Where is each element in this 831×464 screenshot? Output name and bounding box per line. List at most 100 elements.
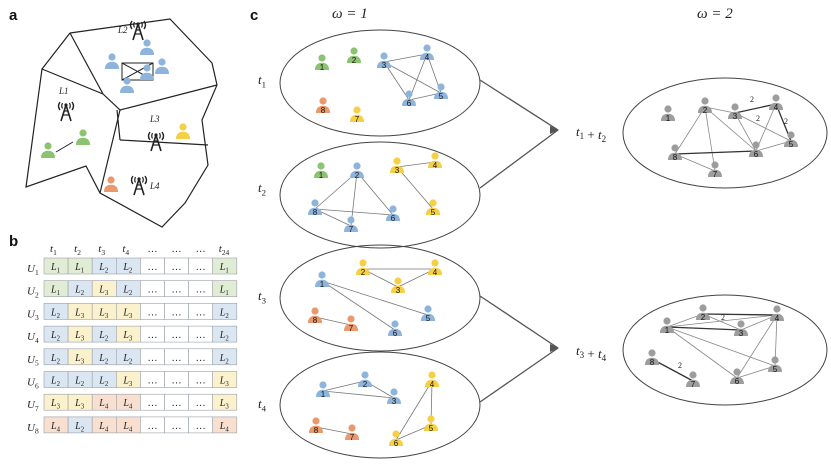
graph-edge: [755, 103, 777, 152]
node-number: 2: [355, 171, 360, 180]
cell-value: …: [172, 330, 182, 341]
cell-value: …: [196, 398, 206, 409]
cell-value: L3: [74, 307, 85, 320]
cell-value: L1: [219, 285, 229, 298]
cell-value: L3: [74, 353, 85, 366]
region-label-l2: L2: [117, 25, 128, 35]
person-icon: [104, 176, 118, 192]
cell-value: L2: [122, 262, 133, 275]
node-number: 3: [382, 61, 387, 70]
cell-value: L2: [74, 421, 85, 434]
cell-value: …: [172, 285, 182, 296]
snapshot-time-label: t2: [258, 180, 266, 197]
cell-value: L4: [122, 398, 133, 411]
node-number: 4: [775, 314, 780, 323]
column-header: t1: [50, 243, 57, 257]
graph-edge: [666, 326, 776, 367]
row-user-label: U6: [27, 377, 39, 391]
graph-edge: [383, 61, 410, 101]
graph-edge: [321, 280, 396, 331]
weighted-edge: [702, 313, 778, 316]
cell-value: L2: [74, 285, 85, 298]
region-map: L2 L1 L3 L4: [25, 18, 218, 228]
node-number: 4: [433, 161, 438, 170]
node-number: 7: [691, 380, 696, 389]
graph-edge: [666, 326, 738, 379]
node-number: 4: [425, 53, 430, 62]
cell-value: L2: [122, 285, 133, 298]
cell-value: L4: [98, 398, 109, 411]
column-header: t4: [122, 243, 129, 257]
node-number: 7: [713, 170, 718, 179]
person-icon: [140, 39, 154, 55]
row-user-label: U3: [27, 308, 39, 322]
cell-value: L2: [219, 330, 230, 343]
node-number: 6: [393, 329, 398, 338]
cell-value: …: [196, 376, 206, 387]
cell-value: L2: [74, 376, 85, 389]
table-cell: [212, 371, 238, 388]
table-cell: [212, 348, 238, 366]
cell-value: …: [147, 376, 157, 387]
node-number: 6: [754, 150, 759, 159]
cell-value: L2: [219, 353, 230, 366]
node-number: 3: [392, 397, 397, 406]
node-number: 8: [321, 106, 326, 115]
node-number: 3: [395, 166, 400, 175]
table-cell: [212, 393, 238, 411]
node-number: 5: [429, 424, 434, 433]
node-number: 4: [774, 103, 779, 112]
column-header: …: [172, 244, 182, 255]
cell-value: L3: [122, 330, 133, 343]
node-number: 8: [313, 316, 318, 325]
cell-value: L1: [50, 285, 60, 298]
cell-value: L2: [50, 307, 61, 320]
column-header: …: [147, 244, 157, 255]
row-user-label: U5: [27, 354, 39, 368]
snapshot-graph: [279, 29, 481, 137]
graph-edge: [322, 380, 366, 392]
table-cell: [212, 257, 238, 275]
cell-tower-icon: [130, 175, 148, 196]
node-number: 1: [321, 390, 326, 399]
node-number: 5: [773, 365, 778, 374]
node-number: 1: [665, 326, 670, 335]
column-header: t24: [219, 243, 230, 257]
cell-value: L4: [98, 421, 109, 434]
cell-value: L3: [74, 330, 85, 343]
node-number: 5: [439, 92, 444, 101]
node-number: 2: [363, 380, 368, 389]
cell-value: L3: [122, 307, 133, 320]
person-icon: [41, 142, 55, 158]
cell-value: L3: [122, 376, 133, 389]
node-number: 8: [314, 426, 319, 435]
weighted-edge: [666, 326, 742, 331]
snapshot-graph: [279, 351, 481, 459]
graph-edge: [704, 106, 757, 152]
weighted-edge: [674, 150, 757, 155]
cell-value: L2: [98, 353, 109, 366]
edge-weight: 2: [750, 95, 754, 104]
cell-value: …: [196, 421, 206, 432]
node-number: 1: [666, 114, 671, 123]
node-number: 2: [703, 106, 708, 115]
node-number: 3: [739, 329, 744, 338]
cell-value: …: [196, 330, 206, 341]
row-user-label: U1: [27, 263, 39, 277]
aggregate-label: t1 + t2: [576, 124, 606, 144]
node-number: 3: [396, 286, 401, 295]
graph-edge: [736, 365, 776, 379]
graph-edge: [704, 106, 716, 172]
person-icon: [76, 129, 90, 145]
person-icon: [105, 53, 119, 69]
node-number: 1: [319, 171, 324, 180]
graph-edge: [734, 112, 792, 142]
panel-label-a: a: [9, 7, 18, 24]
aggregate-label: t3 + t4: [576, 343, 607, 363]
cell-value: …: [196, 353, 206, 364]
cell-value: L1: [74, 262, 84, 275]
node-number: 1: [320, 280, 325, 289]
cell-value: L2: [98, 376, 109, 389]
